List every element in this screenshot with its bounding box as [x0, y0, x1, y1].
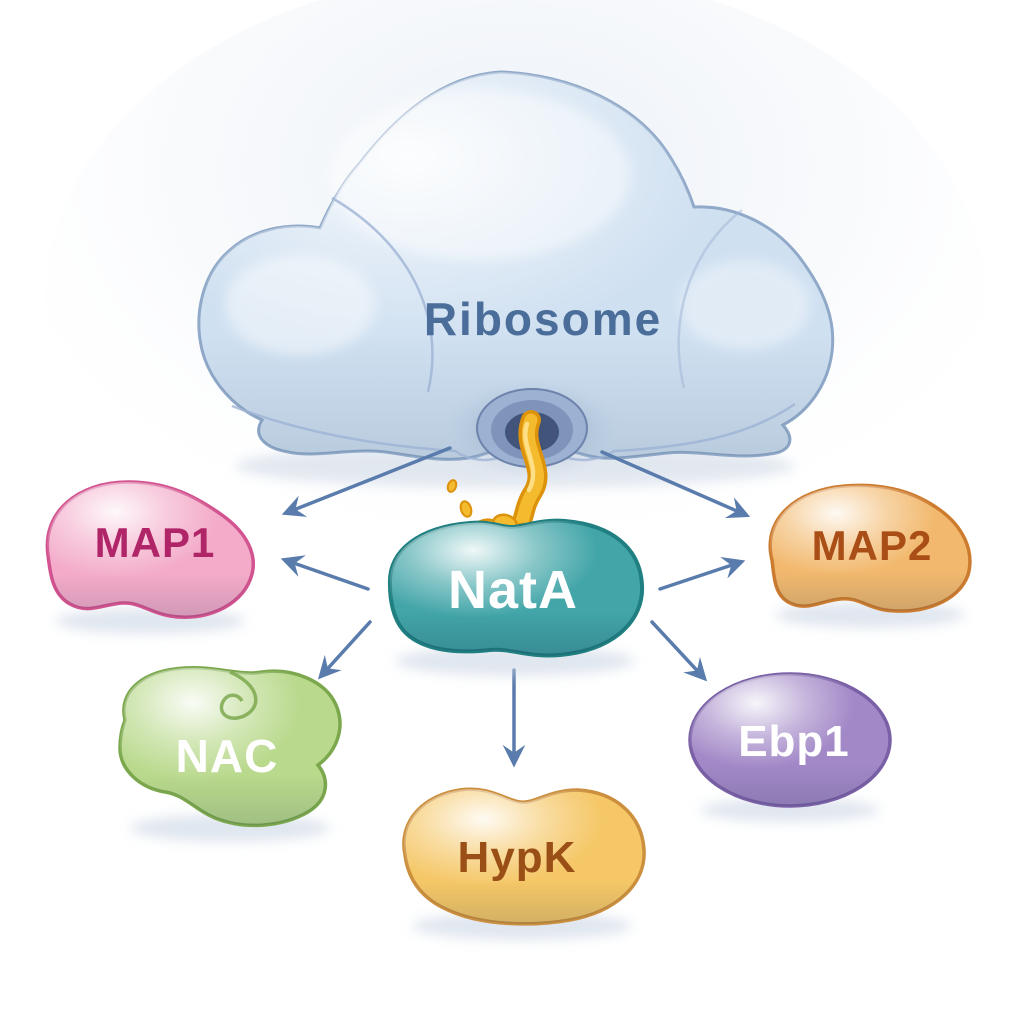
chain-droplet	[459, 500, 473, 518]
map1-label: MAP1	[95, 519, 216, 566]
chain-droplet	[446, 479, 458, 493]
left-lobe-highlight	[225, 255, 375, 355]
right-lobe-highlight	[680, 260, 810, 350]
arrow-nata-to-ebp1	[650, 620, 708, 682]
arrow-ribosome-to-map2	[600, 450, 751, 519]
left-lobe-contour	[331, 196, 434, 393]
dome-highlight	[330, 90, 630, 260]
arrow-nata-to-map1	[280, 555, 370, 591]
nac-curl	[219, 670, 258, 720]
arrow-nata-to-map2	[658, 556, 746, 591]
right-lobe-contour	[677, 209, 743, 389]
ebp1-label: Ebp1	[738, 717, 850, 766]
nac-label: NAC	[176, 730, 279, 782]
map2-node: MAP2	[768, 483, 972, 628]
arrow-ribosome-to-map1	[281, 446, 452, 517]
ribosome-label: Ribosome	[424, 293, 662, 345]
ribosome-node: Ribosome	[197, 70, 835, 488]
ebp1-shadow	[700, 798, 880, 822]
arrow-nata-to-nac	[317, 620, 372, 680]
hypk-node: HypK	[402, 787, 646, 940]
ebp1-node: Ebp1	[688, 672, 892, 822]
nata-label: NatA	[448, 560, 578, 620]
nascent-chain-highlight	[523, 421, 536, 493]
arrows	[280, 446, 751, 768]
hypk-label: HypK	[458, 833, 577, 882]
nata-node: NatA	[387, 518, 645, 676]
nac-node: NAC	[118, 665, 342, 842]
map1-node: MAP1	[45, 480, 256, 634]
map2-label: MAP2	[812, 522, 933, 569]
